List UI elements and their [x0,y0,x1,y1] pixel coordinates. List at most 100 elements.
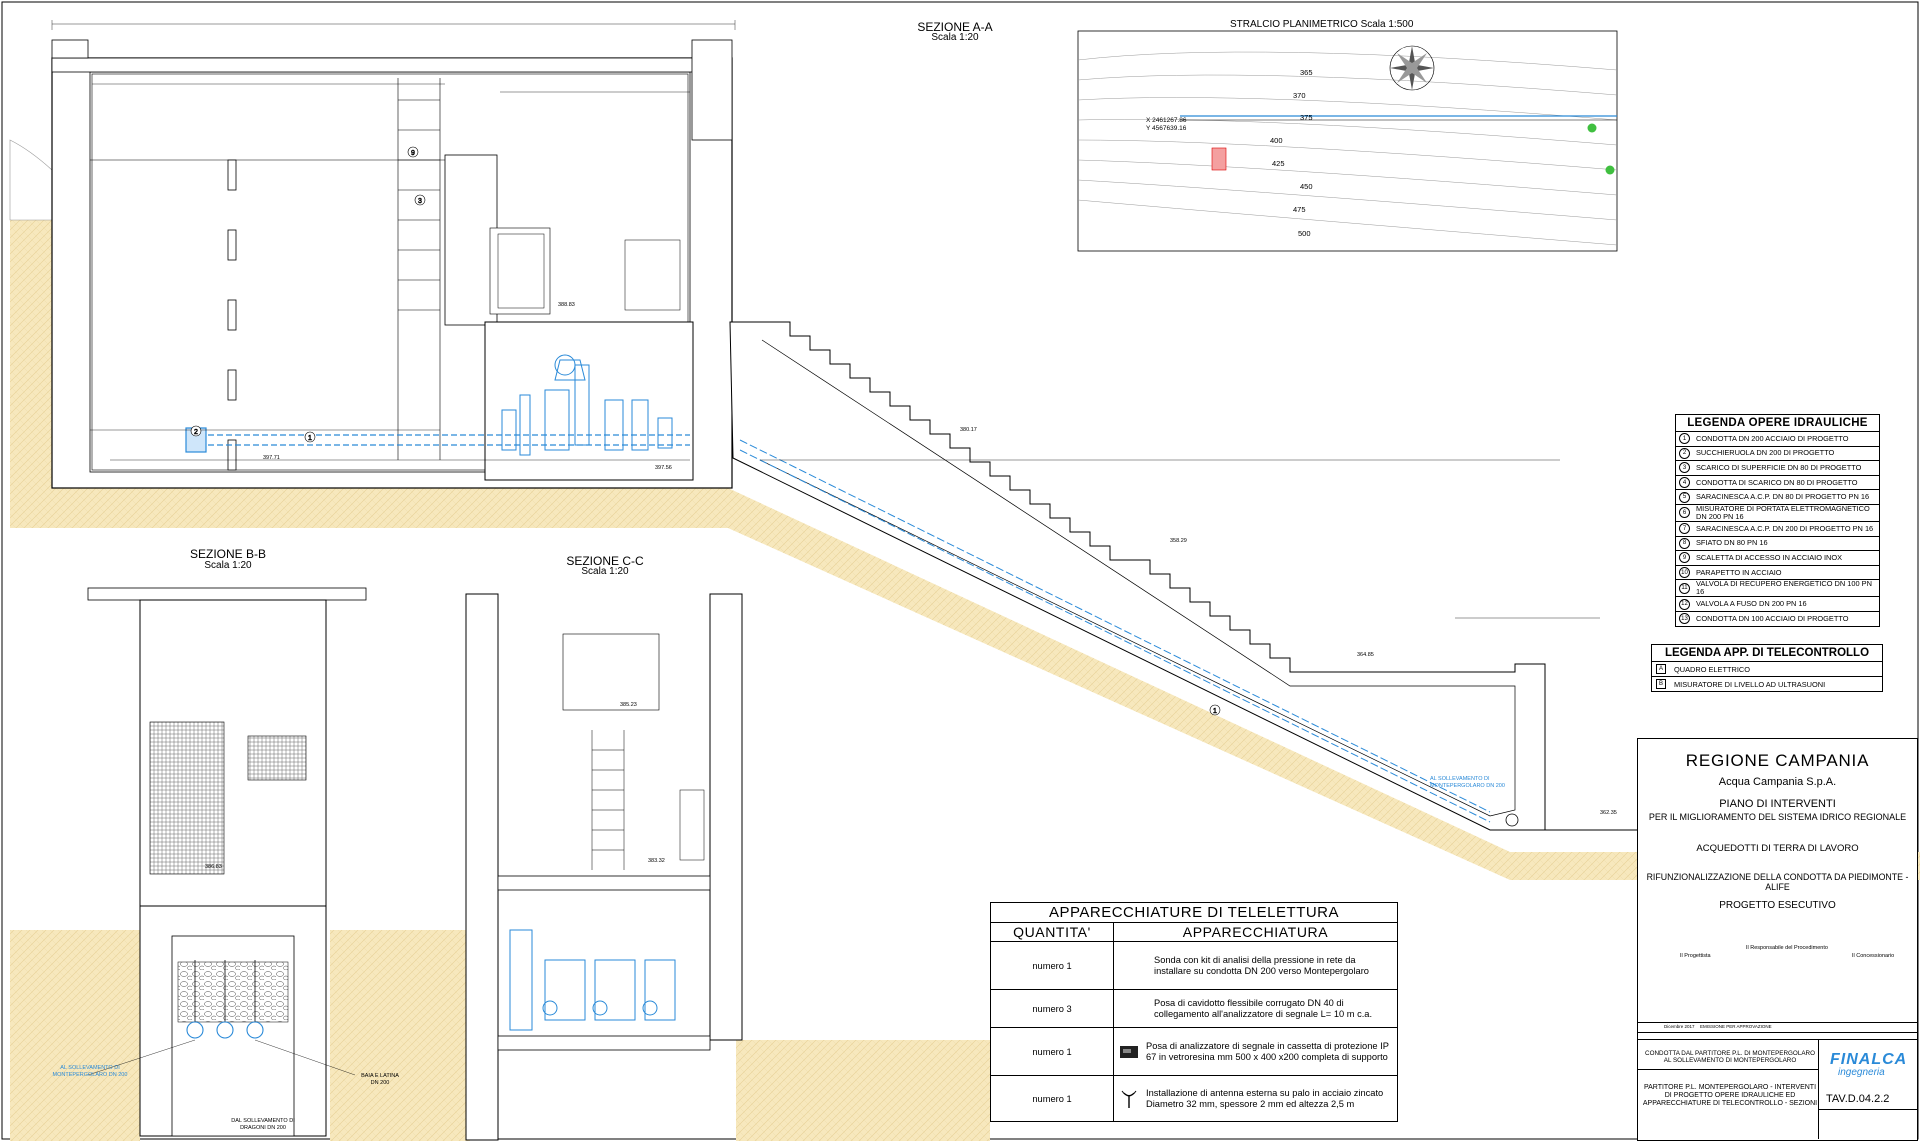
plan-coord-y: Y 4567639.16 [1146,125,1187,132]
legend-tc-symbol: B [1656,679,1666,689]
role-manager: Il Responsabile del Procedimento [1746,945,1828,951]
svg-text:9: 9 [411,150,415,157]
equipment-table: APPARECCHIATURE DI TELELETTURA QUANTITA'… [990,902,1398,1122]
legend-tc-label: QUADRO ELETTRICO [1674,664,1750,674]
svg-text:1: 1 [308,435,312,442]
legend-hydraulic: LEGENDA OPERE IDRAULICHE 1 CONDOTTA DN 20… [1675,414,1880,627]
section-aa-scale: Scala 1:20 [931,32,979,43]
legend-telecontrol: LEGENDA APP. DI TELECONTROLLO A QUADRO EL… [1651,644,1883,692]
annotation-to-pumping-bb: AL SOLLEVAMENTO DI MONTEPERGOLARO DN 200 [52,1065,128,1078]
legend-item-label: MISURATORE DI PORTATA ELETTROMAGNETICO D… [1696,503,1870,521]
legend-item: 11 VALVOLA DI RECUPERO ENERGETICO DN 100 … [1676,579,1879,598]
equipment-col-item: APPARECCHIATURA [1113,922,1398,942]
equipment-desc-cell: Posa di analizzatore di segnale in casse… [1113,1027,1398,1076]
legend-item-number: 11 [1679,582,1690,594]
company-name: Acqua Campania S.p.A. [1718,776,1837,788]
svg-text:2: 2 [194,429,198,436]
equipment-row: numero 1 Sonda con kit di analisi della … [990,941,1398,990]
elevation-1: 397.71 [263,455,280,461]
legend-item-label: SARACINESCA A.C.P. DN 80 DI PROGETTO PN … [1696,492,1870,502]
svg-text:1: 1 [1213,708,1217,715]
elevation-10: 383.32 [648,858,665,864]
title-block: REGIONE CAMPANIA Acqua Campania S.p.A. P… [1637,738,1918,1141]
elevation-7: 362.35 [1600,810,1617,816]
legend-item-label: VALVOLA A FUSO DN 200 PN 16 [1696,599,1807,609]
elevation-8: 386.83 [205,864,222,870]
legend-item-label: SUCCHIERUOLA DN 200 DI PROGETTO [1696,448,1835,458]
legend-item-label: CONDOTTA DN 200 ACCIAIO DI PROGETTO [1696,433,1849,443]
legend-item-number: 6 [1679,507,1690,519]
project-phase: PROGETTO ESECUTIVO [1719,900,1836,911]
subject-2: PARTITORE P.L. MONTEPERGOLARO - INTERVEN… [1642,1084,1818,1107]
equipment-desc-cell: Installazione di antenna esterna su palo… [1113,1075,1398,1122]
region-name: REGIONE CAMPANIA [1685,751,1870,770]
equipment-table-title: APPARECCHIATURE DI TELELETTURA [990,902,1398,923]
legend-item: 2 SUCCHIERUOLA DN 200 DI PROGETTO [1676,447,1879,462]
plan-contour-375: 375 [1300,113,1313,122]
legend-tc-label: MISURATORE DI LIVELLO AD ULTRASUONI [1674,679,1826,689]
equipment-row: numero 1 Posa di analizzatore di segnale… [990,1027,1398,1076]
revision-date: Dicembre 2017 [1664,1024,1695,1029]
legend-item-number: 10 [1679,567,1690,579]
annotation-to-pumping-aa: AL SOLLEVAMENTO DI MONTEPERGOLARO DN 200 [1430,776,1505,789]
legend-item: 9 SCALETTA DI ACCESSO IN ACCIAIO INOX [1676,551,1879,566]
elevation-9: 385.23 [620,702,637,708]
legend-item: 1 CONDOTTA DN 200 ACCIAIO DI PROGETTO [1676,432,1879,447]
legend-item: 13 CONDOTTA DN 100 ACCIAIO DI PROGETTO [1676,612,1879,626]
plan-coord-x: X 2461267.86 [1146,117,1187,124]
aqueduct-name: ACQUEDOTTI DI TERRA DI LAVORO [1696,843,1859,854]
legend-item-label: SCALETTA DI ACCESSO IN ACCIAIO INOX [1696,552,1843,562]
elevation-4: 380.17 [960,427,977,433]
legend-item-label: SARACINESCA A.C.P. DN 200 DI PROGETTO PN… [1696,523,1874,533]
plan-contour-450: 450 [1300,182,1313,191]
elevation-6: 364.85 [1357,652,1374,658]
legend-item-label: CONDOTTA DN 100 ACCIAIO DI PROGETTO [1696,613,1849,623]
legend-item-label: PARAPETTO IN ACCIAIO [1696,567,1782,577]
equipment-desc: Posa di cavidotto flessibile corrugato D… [1154,997,1373,1019]
plan-contour-475: 475 [1293,205,1306,214]
legend-item-number: 3 [1679,462,1690,474]
legend-item-label: VALVOLA DI RECUPERO ENERGETICO DN 100 PN… [1696,579,1872,597]
equipment-desc: Sonda con kit di analisi della pressione… [1154,954,1369,976]
equipment-row: numero 3 Posa di cavidotto flessibile co… [990,989,1398,1028]
legend-item-number: 9 [1679,552,1690,564]
legend-item-number: 13 [1679,613,1690,625]
legend-item-number: 4 [1679,477,1690,489]
legend-hydraulic-title: LEGENDA OPERE IDRAULICHE [1676,415,1879,432]
equipment-qty: numero 3 [990,989,1114,1028]
annotation-to-baia: BAIA E LATINA DN 200 [361,1073,399,1086]
legend-tc-item: A QUADRO ELETTRICO [1652,662,1882,677]
annotation-from-pumping: DAL SOLLEVAMENTO DI DRAGONI DN 200 [231,1118,295,1131]
plan-name: PIANO DI INTERVENTI [1719,798,1836,810]
legend-item: 6 MISURATORE DI PORTATA ELETTROMAGNETICO … [1676,503,1879,522]
legend-item-label: SCARICO DI SUPERFICIE DN 80 DI PROGETTO [1696,462,1862,472]
subject-1: CONDOTTA DAL PARTITORE P.L. DI MONTEPERG… [1645,1050,1815,1064]
firm-logo-sub: ingegneria [1838,1067,1885,1078]
section-cc-scale: Scala 1:20 [581,566,629,577]
legend-item: 3 SCARICO DI SUPERFICIE DN 80 DI PROGETTO [1676,461,1879,476]
equipment-col-qty: QUANTITA' [990,922,1114,942]
legend-item-number: 1 [1679,433,1690,445]
legend-item-number: 12 [1679,598,1690,610]
legend-tc-symbol: A [1656,664,1666,674]
legend-item: 12 VALVOLA A FUSO DN 200 PN 16 [1676,597,1879,612]
legend-telecontrol-title: LEGENDA APP. DI TELECONTROLLO [1652,645,1882,662]
legend-item-number: 7 [1679,523,1690,535]
plan-title: STRALCIO PLANIMETRICO Scala 1:500 [1230,19,1414,30]
revision-note: EMISSIONE PER APPROVAZIONE [1700,1024,1772,1029]
elevation-5: 358.29 [1170,538,1187,544]
equipment-qty: numero 1 [990,1027,1114,1076]
equipment-desc: Installazione di antenna esterna su palo… [1146,1087,1384,1109]
equipment-row: numero 1 Installazione di antenna estern… [990,1075,1398,1122]
svg-text:3: 3 [418,198,422,205]
elevation-2: 397.56 [655,465,672,471]
firm-logo: FINALCA [1830,1051,1908,1068]
equipment-desc-cell: Posa di cavidotto flessibile corrugato D… [1113,989,1398,1028]
legend-item-number: 2 [1679,447,1690,459]
signal-analyzer-icon [1120,1045,1138,1058]
plan-contour-365: 365 [1300,68,1313,77]
legend-item-label: SFIATO DN 80 PN 16 [1696,538,1768,548]
